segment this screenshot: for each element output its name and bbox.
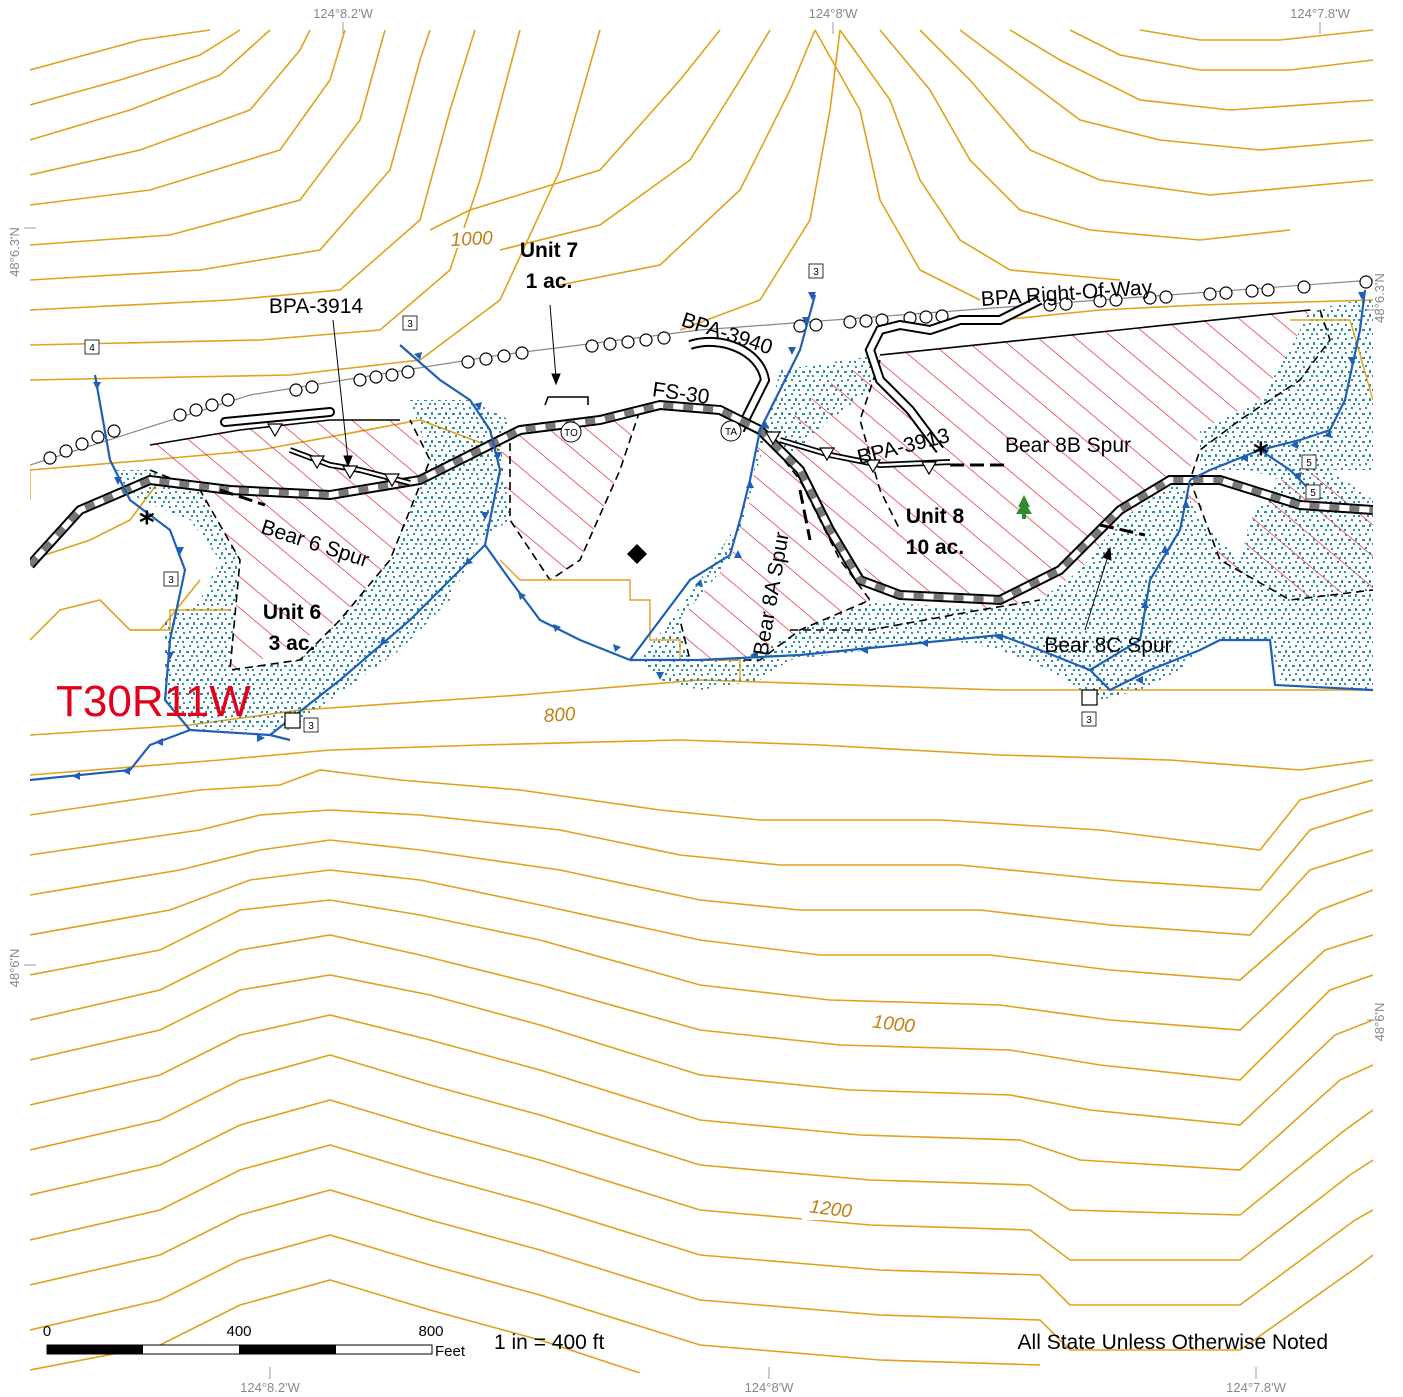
coord-left-1: 48°6.3'N <box>7 227 22 277</box>
bpa-3914-label: BPA-3914 <box>269 295 363 318</box>
asterisk-icon: * <box>1253 437 1269 472</box>
stream-type-label: 3 <box>1086 715 1092 726</box>
coordinate-labels: 124°8.2'W 124°8'W 124°7.8'W 124°8.2'W 12… <box>7 6 1387 1395</box>
edge-road-label: 0 <box>11 532 35 557</box>
culvert-square-icon <box>1081 689 1098 706</box>
unit-7-area-label: 1 ac. <box>526 270 573 293</box>
road-point-labels: TO TA <box>560 420 742 443</box>
stream-type-label: 3 <box>813 267 819 278</box>
point-symbols: * * <box>139 437 1269 729</box>
stream-type-label: 3 <box>168 575 174 586</box>
bpa-right-of-way <box>30 275 1373 466</box>
roads <box>30 295 1373 606</box>
scale-tick-400: 400 <box>226 1323 251 1340</box>
coord-bottom-1: 124°8.2'W <box>240 1380 300 1395</box>
coord-left-2: 48°6'N <box>7 949 22 988</box>
unit-8a-area <box>680 430 870 660</box>
unit-6-area <box>150 420 430 670</box>
coord-top-1: 124°8.2'W <box>313 6 373 21</box>
unit-6-area-label: 3 ac. <box>269 632 316 655</box>
unit-labels: Unit 7 1 ac. Unit 6 3 ac. Unit 8 10 ac. <box>263 239 965 655</box>
road-point-ta-label: TA <box>725 427 737 438</box>
bpa-3940-label: BPA-3940 <box>679 308 776 359</box>
coord-bottom-2: 124°8'W <box>745 1380 795 1395</box>
tree-icon <box>1016 495 1032 519</box>
unit-8-area-label: 10 ac. <box>906 536 964 559</box>
stream-type-label: 5 <box>1310 488 1316 499</box>
coord-right-1: 48°6.3'N <box>1372 273 1387 323</box>
township-label: T30R11W <box>56 677 251 726</box>
scale-tick-0: 0 <box>43 1323 51 1340</box>
unit-7-name: Unit 7 <box>520 239 578 262</box>
contour-labels: 1000 800 1000 1200 <box>444 228 921 1223</box>
neatline-ticks <box>24 22 1379 1379</box>
stream-direction-arrows <box>72 292 1366 780</box>
scale-tick-800: 800 <box>418 1323 443 1340</box>
culvert-square-icon <box>284 712 301 729</box>
contour-label: 1000 <box>450 228 494 251</box>
contour-label: 800 <box>543 704 577 727</box>
coord-right-2: 48°6'N <box>1372 1003 1387 1042</box>
stream-type-label: 5 <box>1306 458 1312 469</box>
contour-label: 1000 <box>871 1012 916 1038</box>
scale-ratio: 1 in = 400 ft <box>494 1331 604 1354</box>
unit-8-name: Unit 8 <box>906 505 965 528</box>
stream-type-label: 4 <box>89 343 95 354</box>
diamond-icon <box>627 544 647 564</box>
stream-type-label: 3 <box>308 721 314 732</box>
contour-lines-lower <box>30 679 1373 1373</box>
road-point-ta <box>720 420 742 442</box>
bear-8c-label: Bear 8C Spur <box>1044 634 1171 657</box>
road-point-to-label: TO <box>564 428 578 439</box>
contour-label: 1200 <box>808 1197 853 1223</box>
coord-bottom-3: 124°7.8'W <box>1226 1380 1286 1395</box>
rmz-center <box>640 355 1373 700</box>
rmz-west <box>110 400 510 730</box>
stream-type-label: 3 <box>407 319 413 330</box>
leader-arrows <box>332 304 1112 631</box>
stream-type-boxes: 4 3 3 3 3 5 5 3 <box>84 263 1321 733</box>
contour-lines-upper <box>30 29 1373 641</box>
ownership-note: All State Unless Otherwise Noted <box>1018 1331 1328 1354</box>
road-point-to <box>560 421 582 443</box>
coord-top-3: 124°7.8'W <box>1290 6 1350 21</box>
unit-6-name: Unit 6 <box>263 601 321 624</box>
scale-unit: Feet <box>435 1343 466 1360</box>
coord-top-2: 124°8'W <box>809 6 859 21</box>
harvest-units <box>150 310 1373 670</box>
scale-bar: 0 400 800 Feet 1 in = 400 ft <box>43 1323 605 1360</box>
bear-8b-label: Bear 8B Spur <box>1005 434 1131 457</box>
asterisk-icon: * <box>139 506 155 541</box>
abandoned-road-markers <box>266 423 938 488</box>
unit-8-area <box>790 310 1373 610</box>
streams <box>30 289 1373 782</box>
unit-7-area <box>500 410 640 580</box>
